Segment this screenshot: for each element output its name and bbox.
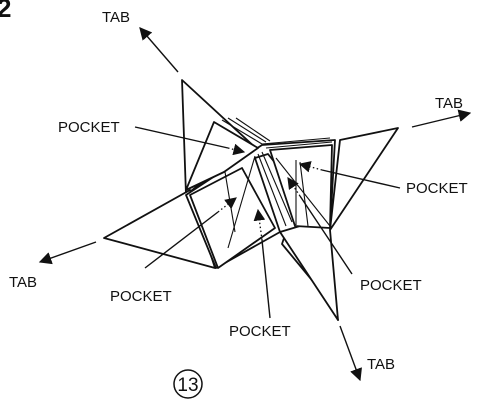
pocket-label-upper-left: POCKET [58, 119, 120, 136]
pocket-pointer-center [261, 239, 271, 319]
step-number: 13 [177, 375, 198, 396]
pocket-pointer-left [144, 211, 219, 269]
tab-label-right: TAB [435, 95, 463, 112]
step-indicator: 13 [173, 369, 203, 399]
pocket-label-bottom: POCKET [229, 323, 291, 340]
tab-label-left: TAB [9, 274, 37, 291]
pocket-pointers [134, 126, 401, 319]
tab-arrow-bottom [339, 325, 362, 382]
tab-label-bottom: TAB [367, 356, 395, 373]
tab-arrow-left [38, 241, 97, 265]
star-model [103, 79, 399, 321]
tab-arrow-top [139, 27, 179, 73]
pocket-pointer-right [321, 169, 401, 189]
pocket-label-left: POCKET [110, 288, 172, 305]
upper-left-face [185, 121, 259, 191]
step-circle [173, 369, 203, 399]
tab-arrows [38, 27, 472, 382]
labels: TAB TAB TAB TAB POCKET POCKET POCKET POC… [9, 9, 468, 373]
pocket-pointer-lower-right [299, 195, 353, 275]
pocket-label-lower-right: POCKET [360, 277, 422, 294]
tab-arrow-right [411, 109, 472, 128]
pocket-label-right: POCKET [406, 180, 468, 197]
corner-number: 2 [0, 0, 11, 23]
tab-label-top: TAB [102, 9, 130, 26]
pocket-pointer-upper-left [134, 126, 229, 149]
upper-right-face [269, 144, 333, 229]
